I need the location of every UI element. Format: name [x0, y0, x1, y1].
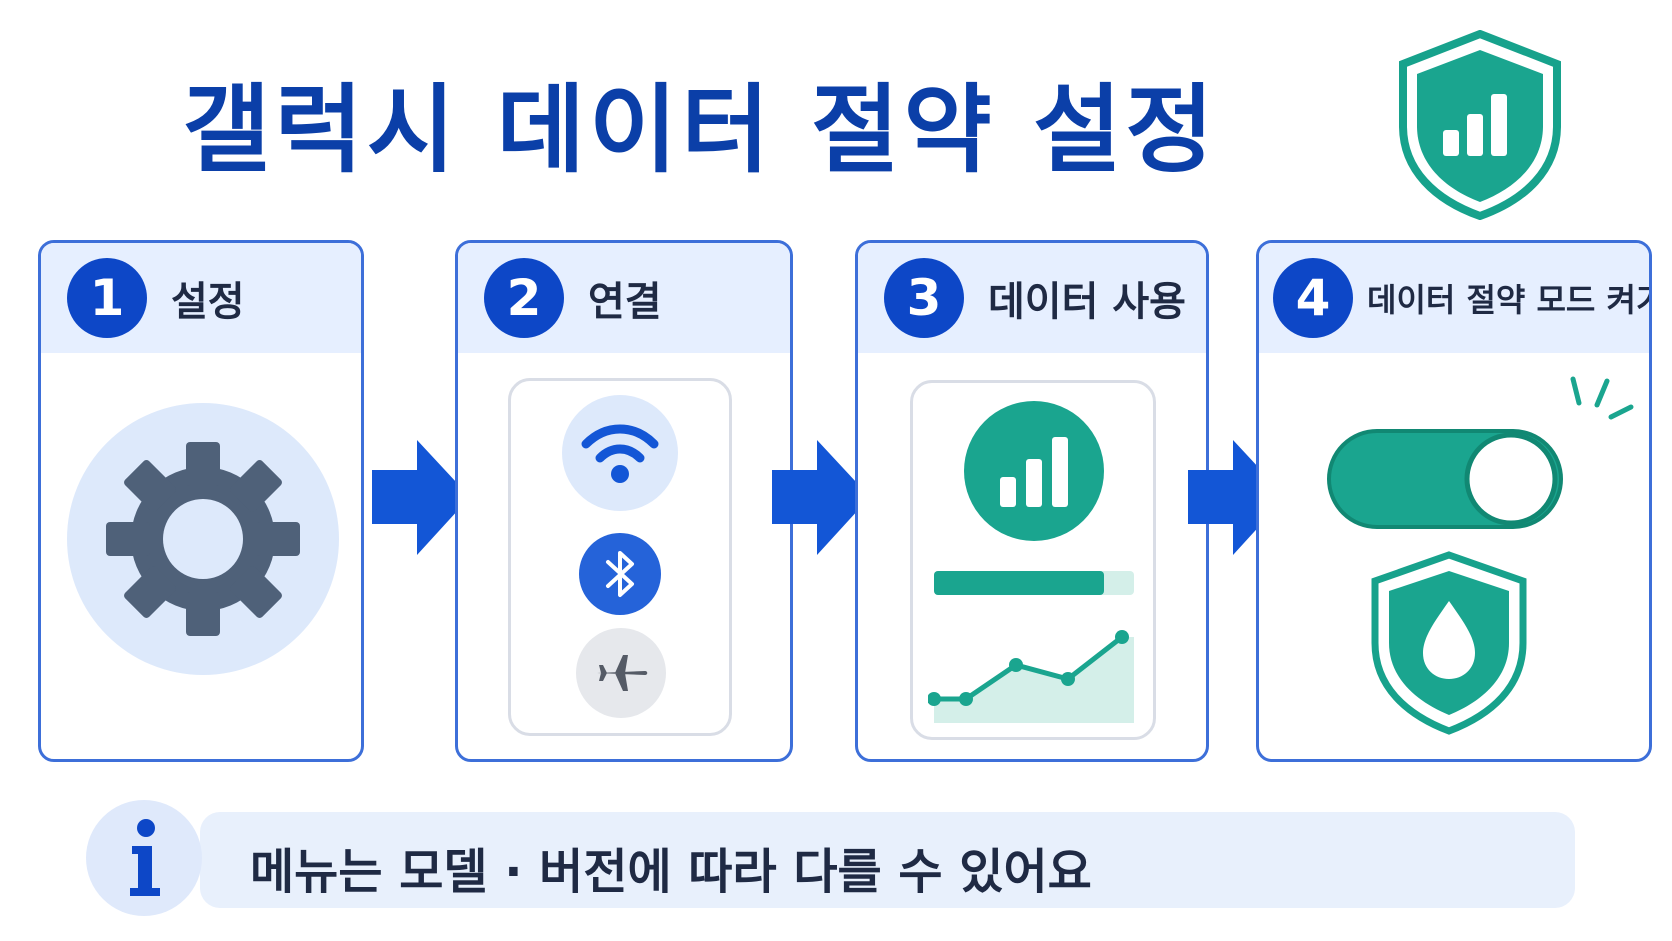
- step-label: 설정: [171, 279, 245, 325]
- info-icon-bg: [86, 800, 202, 916]
- airplane-icon: [597, 655, 648, 691]
- note-banner: [200, 812, 1575, 908]
- gear-icon-bg: [67, 403, 339, 675]
- step-card-data-usage: 3 데이터 사용: [855, 240, 1209, 762]
- step-header: 1 설정: [41, 243, 361, 353]
- step-card-settings: 1 설정: [38, 240, 364, 762]
- arrow-right-icon: [1188, 440, 1286, 555]
- step-label: 데이터 절약 모드 켜기: [1367, 281, 1652, 319]
- line-chart-icon: [928, 630, 1134, 723]
- step-number: 1: [67, 258, 147, 338]
- step-number: 2: [484, 258, 564, 338]
- gear-icon: [106, 442, 300, 636]
- wifi-icon: [581, 424, 659, 483]
- note-text: 메뉴는 모델 · 버전에 따라 다를 수 있어요: [250, 844, 1092, 900]
- step-header: 3 데이터 사용: [858, 243, 1206, 353]
- step-card-data-saver: 4 데이터 절약 모드 켜기: [1256, 240, 1652, 762]
- signal-bars-icon: [1000, 437, 1068, 507]
- signal-bars-icon-bg: [964, 401, 1104, 541]
- bluetooth-icon-bg: [579, 533, 661, 615]
- step-label: 데이터 사용: [988, 279, 1186, 325]
- step-number: 4: [1273, 258, 1353, 338]
- info-icon: [130, 819, 160, 896]
- arrow-right-icon: [372, 440, 470, 555]
- airplane-icon-bg: [576, 628, 666, 718]
- shield-drop-icon: [1371, 551, 1527, 735]
- usage-bar-icon: [934, 571, 1134, 595]
- shield-signal-icon: [1399, 30, 1561, 220]
- step-label: 연결: [588, 279, 662, 325]
- step-header: 2 연결: [458, 243, 790, 353]
- toggle-switch-icon[interactable]: [1325, 371, 1635, 531]
- page-title: 갤럭시 데이터 절약 설정: [182, 74, 1218, 186]
- wifi-icon-bg: [562, 395, 678, 511]
- step-header: 4 데이터 절약 모드 켜기: [1259, 243, 1649, 353]
- arrow-right-icon: [772, 440, 870, 555]
- bluetooth-icon: [606, 551, 634, 597]
- step-card-connections: 2 연결: [455, 240, 793, 762]
- step-number: 3: [884, 258, 964, 338]
